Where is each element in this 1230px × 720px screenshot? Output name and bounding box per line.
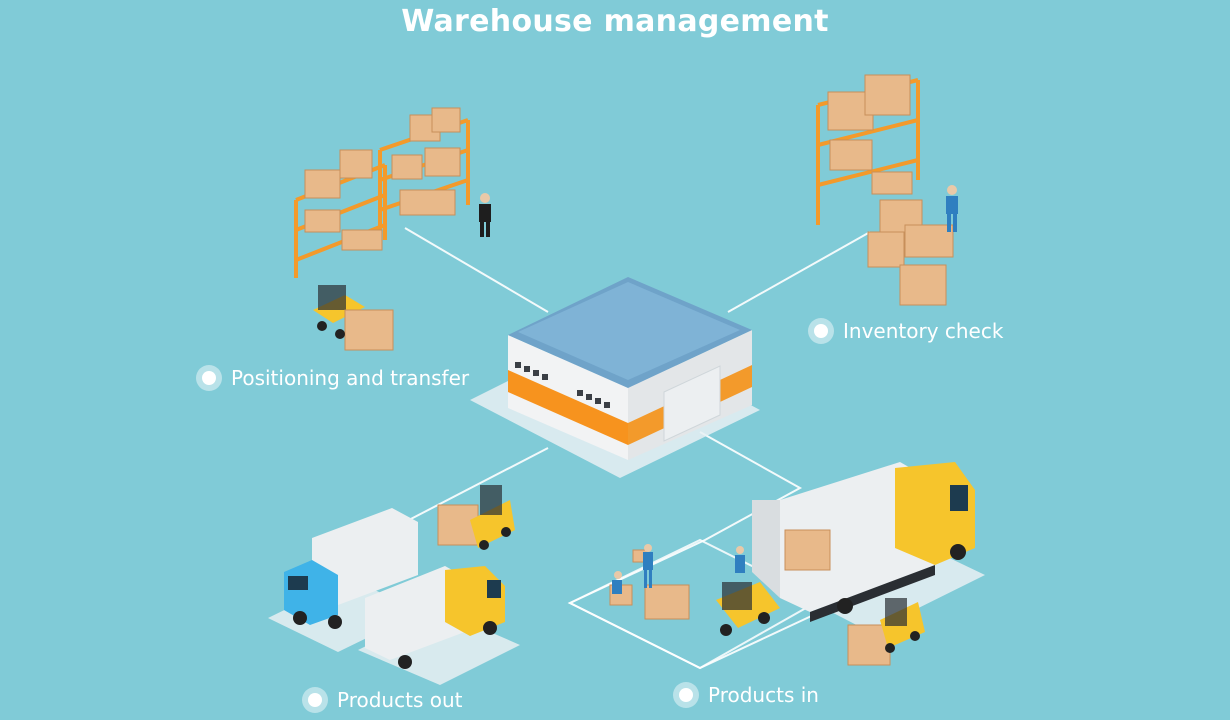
page-title: Warehouse management bbox=[401, 4, 829, 39]
label-inventory-text: Inventory check bbox=[843, 319, 1004, 343]
truck-yellow-out bbox=[365, 566, 505, 669]
connector-lines bbox=[404, 227, 871, 670]
warehouse-building bbox=[508, 277, 752, 460]
label-inventory: Inventory check bbox=[808, 318, 1003, 344]
boxes-right bbox=[827, 74, 954, 306]
bullet-icon bbox=[196, 365, 222, 391]
bullet-icon bbox=[673, 682, 699, 708]
bullet-icon bbox=[808, 318, 834, 344]
forklift-out bbox=[437, 485, 515, 550]
label-products-out: Products out bbox=[302, 687, 462, 713]
truck-blue bbox=[284, 508, 418, 629]
label-positioning: Positioning and transfer bbox=[196, 365, 469, 391]
forklift-left bbox=[313, 285, 394, 351]
forklift-in-right bbox=[847, 598, 925, 666]
label-positioning-text: Positioning and transfer bbox=[231, 366, 470, 390]
truck-yellow-in bbox=[752, 462, 975, 622]
label-products-in-text: Products in bbox=[708, 683, 819, 707]
worker-right bbox=[946, 185, 958, 232]
boxes-left bbox=[304, 107, 461, 251]
products-in-area bbox=[609, 544, 745, 620]
forklift-in-center bbox=[716, 582, 780, 636]
bullet-icon bbox=[302, 687, 328, 713]
label-products-out-text: Products out bbox=[337, 688, 463, 712]
label-products-in: Products in bbox=[673, 682, 819, 708]
worker-left bbox=[479, 193, 491, 237]
